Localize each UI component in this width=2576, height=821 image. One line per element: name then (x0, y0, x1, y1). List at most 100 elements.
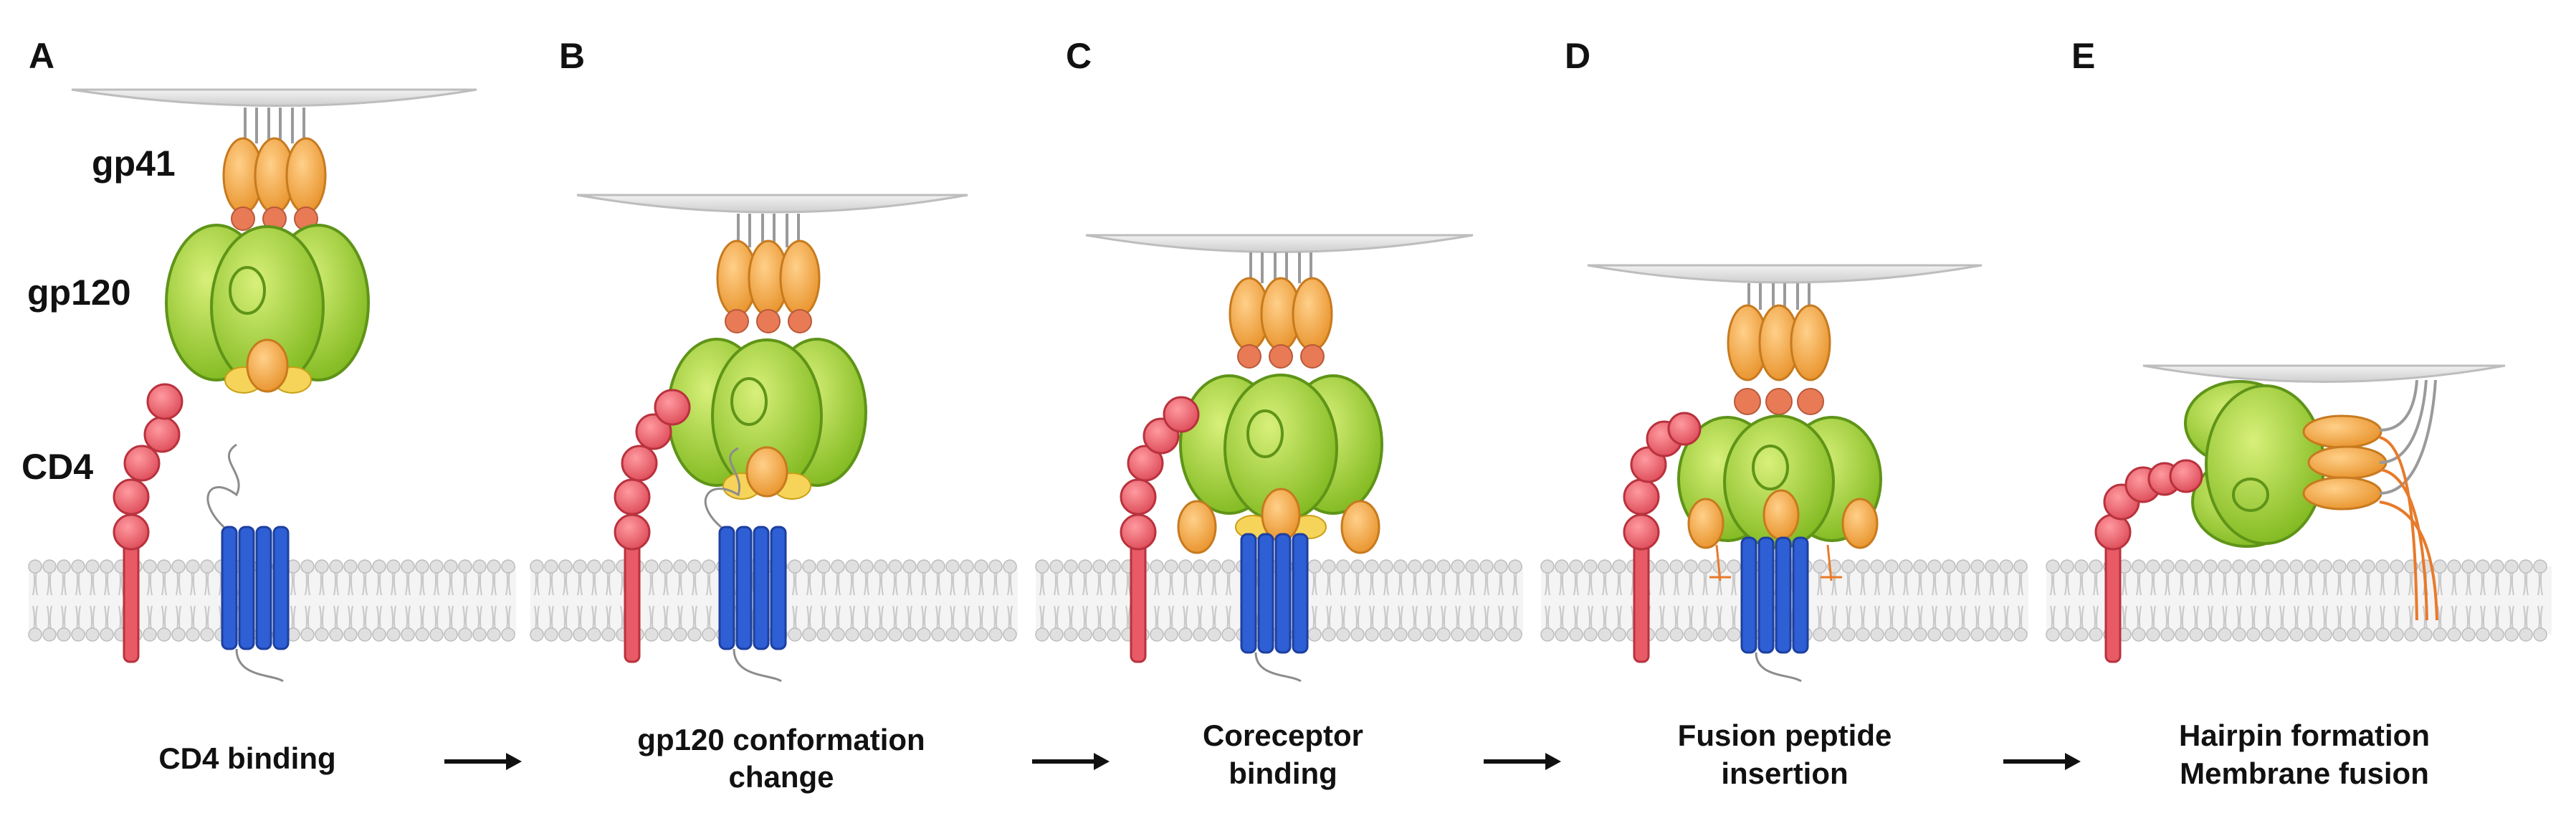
lipid-head (917, 627, 931, 642)
lipid-head (386, 627, 401, 642)
lipid-head (1193, 559, 1207, 574)
lipid-head (558, 627, 573, 642)
lipid-head (2519, 559, 2533, 574)
lipid-head (1970, 559, 1985, 574)
lipid-head (687, 559, 702, 574)
lipid-head (1479, 559, 1494, 574)
lipid-head (530, 627, 544, 642)
gp41-joints (725, 309, 812, 333)
lipid-head (2074, 559, 2089, 574)
lipid-head (1221, 627, 1236, 642)
fusion-peptide-tip (745, 446, 788, 498)
lipid-head (573, 627, 587, 642)
gp41-joints (1734, 388, 1824, 415)
lipid-head (2132, 559, 2146, 574)
lipid-head (2289, 627, 2304, 642)
cd4-label: CD4 (22, 447, 93, 487)
lipid-head (945, 627, 960, 642)
lipid-head (472, 627, 487, 642)
cd4-receptor (2094, 459, 2203, 663)
lipid-head (1655, 559, 1669, 574)
lipid-head (186, 627, 200, 642)
lipid-head (1078, 627, 1092, 642)
lipid-head (2390, 627, 2404, 642)
lipid-head (1655, 627, 1669, 642)
coreceptor (704, 447, 787, 683)
lipid-head (1913, 559, 1927, 574)
lipid-head (1350, 627, 1365, 642)
lipid-head (2275, 559, 2289, 574)
lipid-head (200, 627, 214, 642)
cd4-receptor (614, 389, 691, 663)
lipid-head (902, 559, 917, 574)
gp120-trimer (1179, 374, 1383, 523)
lipid-head (1451, 559, 1465, 574)
lipid-head (2347, 627, 2361, 642)
lipid-head (831, 627, 845, 642)
lipid-head (1393, 627, 1408, 642)
lipid-head (472, 559, 487, 574)
lipid-head (2132, 627, 2146, 642)
lipid-head (1336, 627, 1350, 642)
panel-letter: A (29, 36, 54, 76)
lipid-head (1465, 559, 1479, 574)
lipid-head (100, 627, 114, 642)
lipid-head (1827, 627, 1841, 642)
lipid-head (1598, 559, 1612, 574)
lipid-head (1942, 627, 1956, 642)
lipid-head (372, 559, 386, 574)
lipid-head (2476, 627, 2490, 642)
panel-caption: Membrane fusion (2180, 756, 2429, 790)
lipid-head (42, 627, 57, 642)
lipid-head (2175, 627, 2189, 642)
lipid-head (974, 627, 988, 642)
lipid-head (544, 559, 558, 574)
lipid-head (974, 559, 988, 574)
lipid-head (859, 559, 874, 574)
lipid-head (888, 627, 902, 642)
lipid-head (1927, 559, 1942, 574)
lipid-head (1598, 627, 1612, 642)
viral-membrane (71, 88, 477, 107)
lipid-head (802, 559, 816, 574)
viral-membrane (1587, 264, 1983, 284)
lipid-head (1479, 627, 1494, 642)
lipid-head (1583, 559, 1598, 574)
lipid-head (1035, 559, 1049, 574)
lipid-head (2261, 559, 2275, 574)
lipid-head (2146, 627, 2160, 642)
lipid-head (874, 627, 888, 642)
lipid-head (1956, 627, 1970, 642)
gp120-binding-pocket (229, 266, 266, 315)
gp41-trimer (222, 137, 327, 214)
lipid-head (358, 627, 372, 642)
gp41-trimer (716, 239, 821, 317)
panel-caption: binding (1229, 756, 1337, 790)
lipid-head (702, 559, 716, 574)
lipid-head (487, 559, 501, 574)
lipid-head (85, 627, 100, 642)
lipid-head (673, 627, 687, 642)
lipid-head (1712, 627, 1727, 642)
panel-a: A gp41 gp120 CD4 CD4 binding (22, 36, 477, 775)
lipid-head (2418, 627, 2433, 642)
lipid-head (1365, 627, 1379, 642)
lipid-head (2361, 559, 2375, 574)
lipid-head (1164, 627, 1178, 642)
lipid-head (2433, 559, 2447, 574)
lipid-head (601, 627, 616, 642)
lipid-head (2203, 559, 2218, 574)
lipid-head (1408, 627, 1422, 642)
lipid-head (2203, 627, 2218, 642)
lipid-head (1884, 627, 1899, 642)
lipid-head (1049, 627, 1064, 642)
lipid-head (1555, 627, 1569, 642)
panel-letter: D (1565, 36, 1590, 76)
lipid-head (1003, 627, 1017, 642)
lipid-head (143, 559, 157, 574)
lipid-head (1193, 627, 1207, 642)
cd4-receptor (113, 383, 183, 663)
lipid-head (1727, 559, 1741, 574)
lipid-head (931, 627, 945, 642)
lipid-head (2218, 627, 2232, 642)
